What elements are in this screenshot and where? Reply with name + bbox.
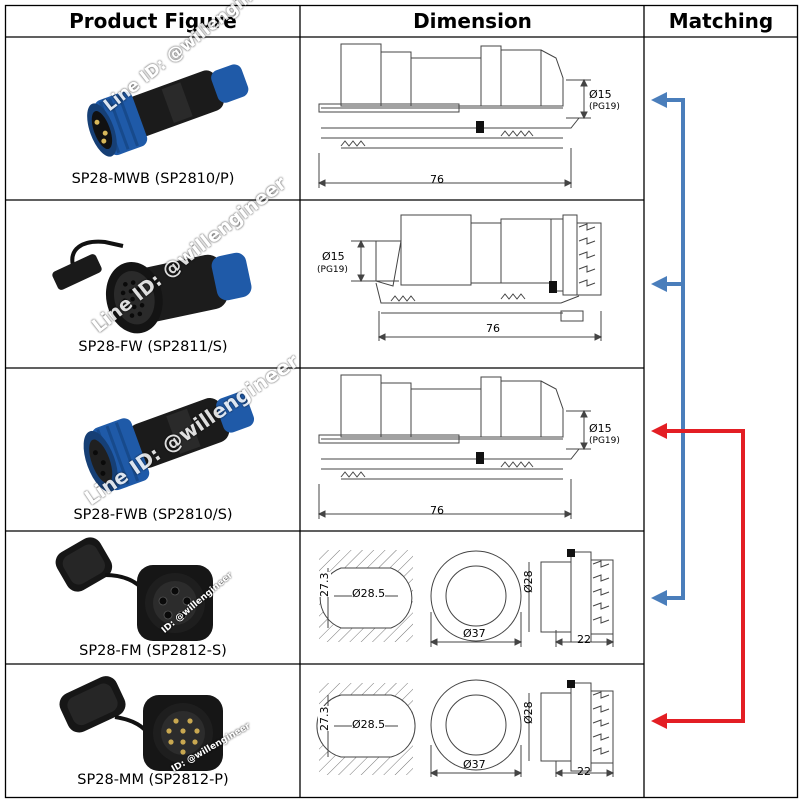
product-caption-5: SP28-MM (SP2812-P) <box>77 772 229 788</box>
dim5-ring: Ø37 <box>463 758 486 771</box>
dimension-drawing-5 <box>316 679 615 777</box>
arrow-left-icon <box>651 92 667 108</box>
dim3-length: 76 <box>430 504 444 517</box>
product-caption-3: SP28-FWB (SP2810/S) <box>73 507 233 523</box>
dim5-body-length: 22 <box>577 765 591 778</box>
dim4-hole-height: 27.3 <box>318 572 331 597</box>
dim5-hole-height: 27.3 <box>318 706 331 731</box>
dimension-drawing-3 <box>317 374 591 519</box>
dimension-drawing-1 <box>317 43 591 188</box>
arrow-left-icon <box>651 276 667 292</box>
header-product-figure: Product Figure <box>69 9 237 33</box>
blue-connector-line <box>667 98 685 600</box>
dim1-diameter: Ø15 <box>589 88 612 101</box>
panel-socket-female-5pin-icon <box>55 537 213 641</box>
header-matching: Matching <box>668 9 774 33</box>
dim5-body-diameter: Ø28 <box>522 701 535 724</box>
dim1-length: 76 <box>430 173 444 186</box>
product-caption-4: SP28-FM (SP2812-S) <box>79 643 227 659</box>
red-connector-line <box>667 429 745 723</box>
arrow-left-icon <box>651 423 667 439</box>
connector-female-with-cap-icon <box>52 239 252 334</box>
dim2-pg: (PG19) <box>317 265 348 275</box>
dim4-hole-width: Ø28.5 <box>352 587 386 600</box>
dim2-length: 76 <box>486 322 500 335</box>
product-caption-1: SP28-MWB (SP2810/P) <box>71 171 235 187</box>
product-caption-2: SP28-FW (SP2811/S) <box>78 339 228 355</box>
header-dimension: Dimension <box>413 9 532 33</box>
dim4-body-diameter: Ø28 <box>522 570 535 593</box>
matching-arrows <box>651 92 745 729</box>
dim5-hole-width: Ø28.5 <box>352 718 386 731</box>
dim4-ring: Ø37 <box>463 627 486 640</box>
arrow-left-icon <box>651 590 667 606</box>
dimension-drawing-2 <box>351 214 603 341</box>
dim3-diameter: Ø15 <box>589 422 612 435</box>
dim4-body-length: 22 <box>577 633 591 646</box>
dimension-drawing-4 <box>319 549 615 647</box>
dim2-diameter: Ø15 <box>322 250 345 263</box>
dim3-pg: (PG19) <box>589 436 620 446</box>
arrow-left-icon <box>651 713 667 729</box>
dim1-pg: (PG19) <box>589 102 620 112</box>
connector-male-blue-ring-icon <box>87 64 249 157</box>
connector-female-blue-ring-icon <box>83 392 255 492</box>
panel-socket-male-multipin-icon <box>59 676 223 771</box>
